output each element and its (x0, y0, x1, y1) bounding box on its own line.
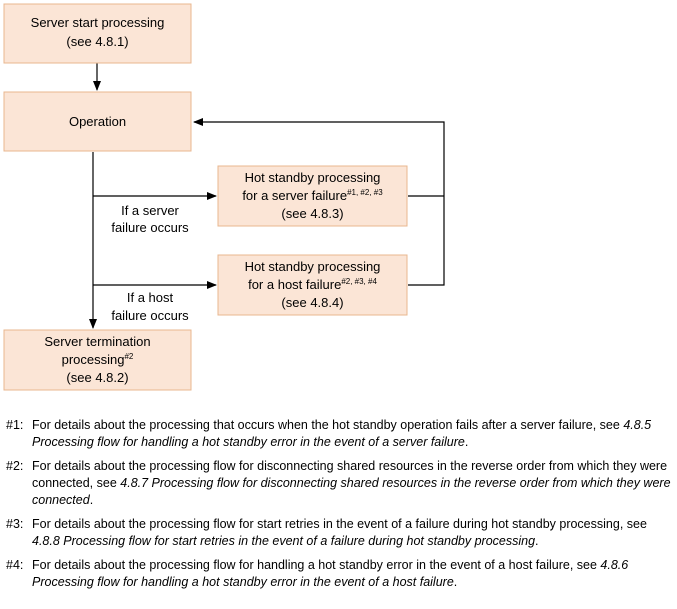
flow-diagram: Server start processing (see 4.8.1) Oper… (3, 3, 445, 391)
note-2-marker: #2: (6, 459, 24, 473)
note-2-body: For details about the processing flow fo… (32, 458, 674, 509)
note-2: #2: For details about the processing flo… (6, 458, 674, 509)
edge-label-host-failure-line1: If a host (127, 290, 174, 305)
box-server-start: Server start processing (see 4.8.1) (3, 3, 192, 64)
box-server-termination-line1: Server termination (44, 334, 150, 349)
note-4-marker: #4: (6, 558, 24, 572)
edge-label-host-failure-line2: failure occurs (111, 308, 189, 323)
box-server-termination-line3: (see 4.8.2) (66, 370, 128, 385)
box-server-start-line2: (see 4.8.1) (66, 34, 128, 49)
note-2-text: For details about the processing flow fo… (32, 459, 668, 490)
box-hot-standby-server-line2-text: for a server failure (242, 188, 347, 203)
box-hot-standby-host-line2-text: for a host failure (248, 277, 341, 292)
box-hot-standby-server-sup: #1, #2, #3 (347, 188, 383, 197)
box-hot-standby-server-line3: (see 4.8.3) (281, 206, 343, 221)
box-server-termination-line2-text: processing (62, 352, 125, 367)
box-hot-standby-host-line2: for a host failure#2, #3, #4 (248, 277, 377, 292)
note-2-ref: 4.8.7 Processing flow for disconnecting … (32, 476, 671, 507)
note-3-body: For details about the processing flow fo… (32, 516, 674, 550)
note-3-ref: 4.8.8 Processing flow for start retries … (32, 534, 536, 548)
note-4-end: . (453, 575, 458, 589)
box-hot-standby-host-line1: Hot standby processing (245, 259, 381, 274)
footnotes: #1: For details about the processing tha… (6, 417, 674, 598)
box-server-start-line1: Server start processing (31, 15, 165, 30)
note-1-end: . (464, 435, 469, 449)
edge-label-server-failure-line2: failure occurs (111, 220, 189, 235)
note-3-marker: #3: (6, 517, 24, 531)
note-1-body: For details about the processing that oc… (32, 417, 674, 451)
note-4-text: For details about the processing flow fo… (32, 558, 601, 572)
box-operation: Operation (3, 91, 192, 152)
note-2-end: . (89, 493, 94, 507)
note-1: #1: For details about the processing tha… (6, 417, 674, 451)
box-hot-standby-server-line1: Hot standby processing (245, 170, 381, 185)
note-3: #3: For details about the processing flo… (6, 516, 674, 550)
note-4-body: For details about the processing flow fo… (32, 557, 674, 591)
note-1-ref: 4.8.5 Processing flow for handling a hot… (32, 418, 652, 449)
box-operation-label: Operation (69, 114, 126, 129)
note-4: #4: For details about the processing flo… (6, 557, 674, 591)
box-server-termination-line2: processing#2 (62, 352, 134, 367)
box-hot-standby-host-line3: (see 4.8.4) (281, 295, 343, 310)
box-server-termination-sup: #2 (124, 352, 133, 361)
note-4-ref: 4.8.6 Processing flow for handling a hot… (32, 558, 629, 589)
note-3-text: For details about the processing flow fo… (32, 517, 647, 531)
edge-label-server-failure-line1: If a server (121, 203, 179, 218)
note-3-end: . (535, 534, 539, 548)
box-hot-standby-server-line2: for a server failure#1, #2, #3 (242, 188, 383, 203)
edge-return-to-operation (193, 118, 445, 286)
box-hot-standby-host: Hot standby processing for a host failur… (217, 254, 408, 316)
box-hot-standby-host-sup: #2, #3, #4 (341, 277, 377, 286)
note-1-text: For details about the processing that oc… (32, 418, 624, 432)
box-server-termination: Server termination processing#2 (see 4.8… (3, 329, 192, 391)
note-1-marker: #1: (6, 418, 24, 432)
box-hot-standby-server: Hot standby processing for a server fail… (217, 165, 408, 227)
